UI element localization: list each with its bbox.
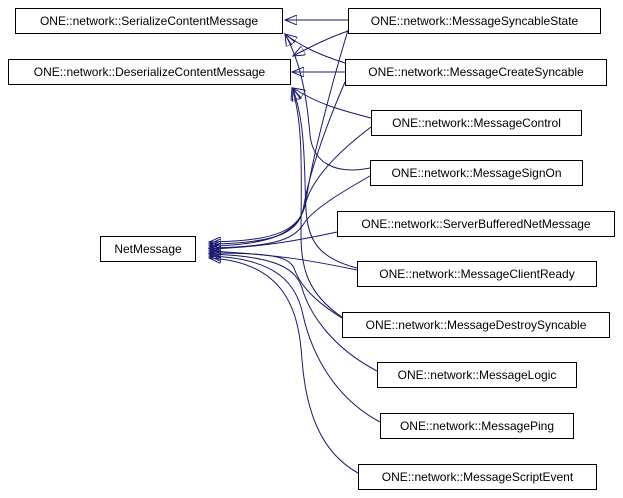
node-server-buffered-net-message[interactable]: ONE::network::ServerBufferedNetMessage <box>337 211 615 237</box>
edge-destroy-syncable-to-netmessage <box>209 253 343 319</box>
edge-sign-on-to-serialize <box>285 34 371 171</box>
node-message-ping[interactable]: ONE::network::MessagePing <box>380 413 574 439</box>
node-netmessage[interactable]: NetMessage <box>100 236 196 262</box>
edge-create-syncable-to-netmessage <box>209 81 346 244</box>
node-message-create-syncable[interactable]: ONE::network::MessageCreateSyncable <box>345 59 607 86</box>
edge-logic-to-netmessage <box>209 254 378 372</box>
node-message-control[interactable]: ONE::network::MessageControl <box>371 110 582 136</box>
edge-ping-to-netmessage <box>209 256 381 423</box>
edge-server-buffered-to-netmessage <box>209 231 338 249</box>
edge-create-syncable-to-serialize <box>285 34 346 64</box>
node-message-logic[interactable]: ONE::network::MessageLogic <box>377 362 577 388</box>
node-message-client-ready[interactable]: ONE::network::MessageClientReady <box>357 261 597 287</box>
edge-client-ready-to-deserialize <box>293 89 358 269</box>
node-message-destroy-syncable[interactable]: ONE::network::MessageDestroySyncable <box>342 312 610 338</box>
node-serialize-content-message[interactable]: ONE::network::SerializeContentMessage <box>15 8 283 34</box>
edge-client-ready-to-netmessage <box>209 251 358 271</box>
edge-script-event-to-netmessage <box>209 258 359 474</box>
edge-syncable-state-to-deserialize <box>293 30 349 56</box>
edge-syncable-state-to-netmessage <box>209 29 349 242</box>
node-message-syncable-state[interactable]: ONE::network::MessageSyncableState <box>348 8 601 34</box>
node-message-script-event[interactable]: ONE::network::MessageScriptEvent <box>358 464 597 490</box>
edge-destroy-syncable-to-deserialize <box>292 88 343 318</box>
node-deserialize-content-message[interactable]: ONE::network::DeserializeContentMessage <box>8 59 291 85</box>
node-message-sign-on[interactable]: ONE::network::MessageSignOn <box>370 160 583 186</box>
